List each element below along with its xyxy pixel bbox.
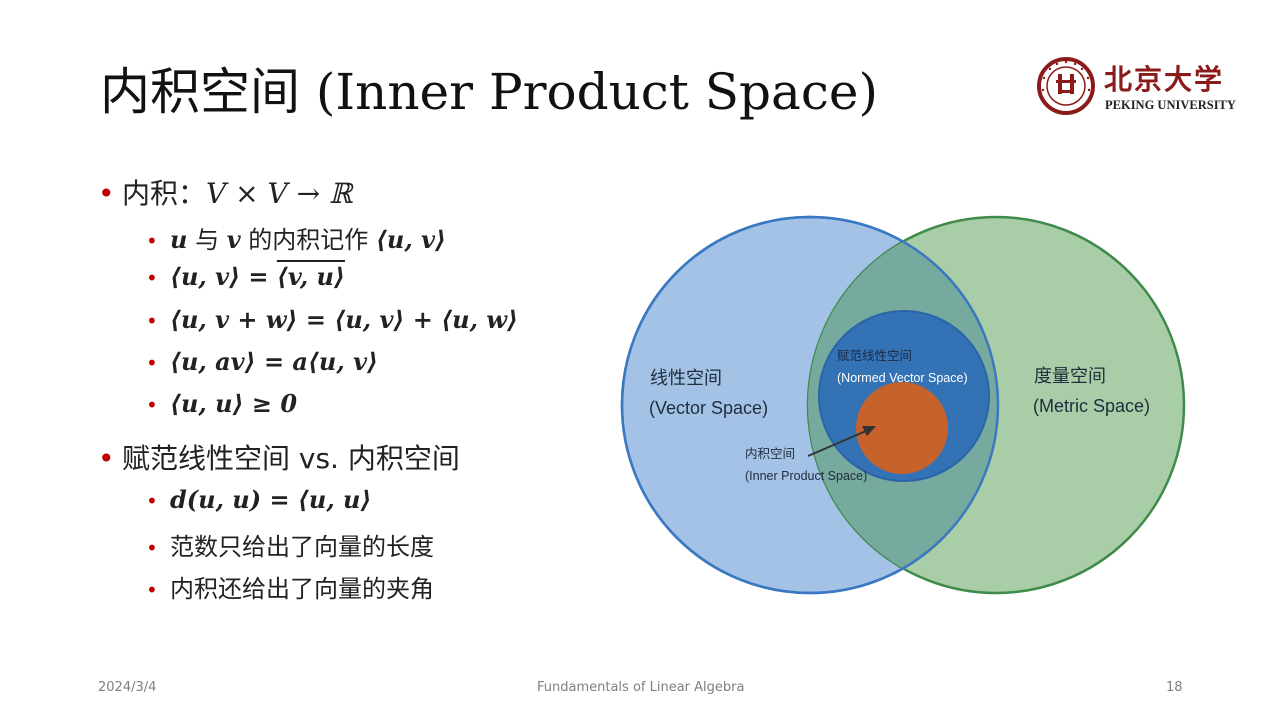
vector-space-label-cn: 线性空间	[650, 368, 722, 388]
footer-page-number: 18	[1166, 680, 1183, 695]
vector-space-label-en: (Vector Space)	[649, 398, 768, 418]
university-logo: 北京大学 PEKING UNIVERSITY	[1036, 56, 1236, 116]
footer-date: 2024/3/4	[98, 680, 157, 695]
normed-space-label-en: (Normed Vector Space)	[837, 371, 968, 385]
metric-space-label-cn: 度量空间	[1034, 366, 1106, 386]
bullet-dot: •	[98, 177, 115, 210]
venn-diagram: 线性空间 (Vector Space) 度量空间 (Metric Space) …	[620, 215, 1186, 595]
bullet-dot: •	[146, 536, 158, 560]
inner-space-label-en: (Inner Product Space)	[745, 469, 867, 483]
inner-product-arrow-head	[862, 426, 876, 436]
bullet-inner-angle: •内积还给出了向量的夹角	[146, 575, 434, 603]
bullet-dot: •	[146, 229, 158, 253]
university-seal-icon	[1037, 57, 1095, 115]
vector-space-outline	[620, 215, 1000, 595]
page-title: 内积空间 (Inner Product Space)	[100, 63, 878, 121]
bullet-inner-product-def: •内积：V × V → ℝ	[98, 177, 353, 210]
bullet-additivity: •⟨u, v + w⟩ = ⟨u, v⟩ + ⟨u, w⟩	[146, 305, 518, 334]
bullet-dot: •	[146, 266, 158, 290]
metric-space-label-en: (Metric Space)	[1033, 396, 1150, 416]
bullet-positivity: •⟨u, u⟩ ≥ 0	[146, 389, 298, 418]
footer-course: Fundamentals of Linear Algebra	[537, 680, 745, 695]
bullet-conjugate-symmetry: •⟨u, v⟩ = ⟨v, u⟩	[146, 262, 345, 291]
bullet-dot: •	[146, 309, 158, 333]
bullet-dot: •	[146, 393, 158, 417]
bullet-norm-length: •范数只给出了向量的长度	[146, 533, 434, 561]
bullet-dot: •	[146, 578, 158, 602]
inner-product-arrow-line	[807, 430, 867, 457]
university-name-en: PEKING UNIVERSITY	[1105, 98, 1236, 112]
bullet-distance: •d(u, u) = ⟨u, u⟩	[146, 485, 372, 514]
bullet-dot: •	[98, 442, 115, 475]
bullet-notation: •u 与 v 的内积记作 ⟨u, v⟩	[146, 225, 446, 254]
bullet-homogeneity: •⟨u, av⟩ = a⟨u, v⟩	[146, 347, 379, 376]
inner-space-label-cn: 内积空间	[745, 447, 795, 461]
bullet-dot: •	[146, 489, 158, 513]
normed-space-label-cn: 赋范线性空间	[837, 349, 912, 363]
inner-product-space-circle	[856, 382, 948, 474]
university-name-cn: 北京大学	[1104, 63, 1225, 96]
bullet-dot: •	[146, 351, 158, 375]
bullet-normed-vs-inner: •赋范线性空间 vs. 内积空间	[98, 442, 460, 475]
